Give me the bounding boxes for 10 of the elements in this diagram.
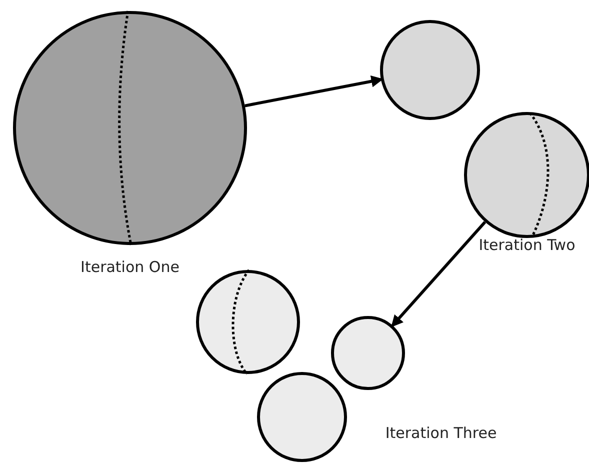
iteration-caption: Iteration Three xyxy=(385,424,497,442)
circle-cell xyxy=(331,316,405,390)
split-circle xyxy=(196,270,300,374)
arrow xyxy=(244,75,384,108)
iteration-caption: Iteration Two xyxy=(478,236,576,254)
split-circle xyxy=(13,11,247,245)
circle-cell xyxy=(257,372,347,462)
arrow xyxy=(391,220,486,328)
circle-cell xyxy=(380,20,480,120)
iteration-caption: Iteration One xyxy=(80,258,180,276)
